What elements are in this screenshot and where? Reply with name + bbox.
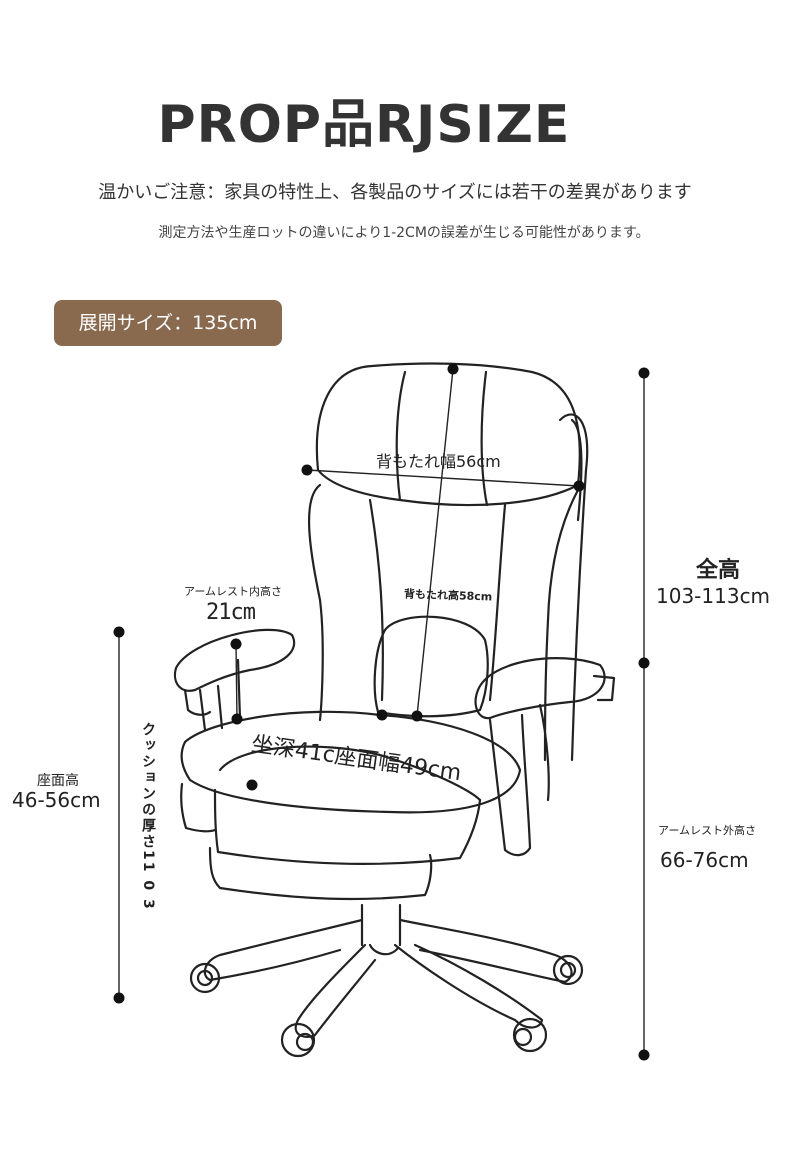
back-height-line bbox=[416, 368, 454, 717]
total-height-value: 103-113cm bbox=[656, 584, 771, 608]
dot-seat-height-top bbox=[113, 626, 125, 638]
dot-back-height-top bbox=[447, 363, 459, 375]
chair-lumbar-pillow bbox=[373, 615, 489, 718]
seat-height-value: 46-56cm bbox=[12, 788, 101, 812]
notice-main: 温かいご注意：家具の特性上、各製品のサイズには若干の差異があります bbox=[98, 182, 692, 203]
dot-seat-height-bottom bbox=[113, 992, 125, 1004]
page-title: PROP品RJSIZE bbox=[157, 95, 571, 155]
chair-base bbox=[203, 918, 364, 982]
dot-total-mid bbox=[638, 657, 650, 669]
chair-gas-lift bbox=[360, 903, 402, 947]
dot-back-width-right bbox=[573, 480, 585, 492]
armrest-inner-height-value: 21cm bbox=[206, 600, 256, 625]
dot-arm-inner-top bbox=[230, 638, 242, 650]
chair-caster-front-right bbox=[512, 1017, 548, 1053]
dot-back-height-bottom bbox=[411, 710, 423, 722]
back-width-label: 背もたれ幅56cm bbox=[376, 452, 501, 471]
chair-caster-right bbox=[552, 954, 584, 986]
armrest-outer-height-label: アームレスト外高さ bbox=[658, 824, 757, 837]
armrest-inner-height-label: アームレスト内高さ bbox=[184, 585, 283, 598]
chair-caster-front-left bbox=[280, 1022, 316, 1058]
armrest-outer-height-value: 66-76cm bbox=[660, 848, 749, 872]
notice-sub: 測定方法や生産ロットの違いにより1-2CMの誤差が生じる可能性があります。 bbox=[158, 225, 650, 241]
chair-backrest bbox=[307, 483, 324, 722]
total-height-label: 全高 bbox=[696, 558, 741, 583]
dot-seat-front bbox=[246, 779, 258, 791]
expanded-size-badge: 展開サイズ：135cm bbox=[54, 300, 282, 346]
cushion-thickness-label: クッションの厚さ11 0 3 bbox=[140, 722, 156, 911]
back-height-label: 背もたれ高58cm bbox=[403, 587, 493, 604]
dot-seat-depth bbox=[376, 709, 388, 721]
chair-footrest bbox=[208, 846, 433, 901]
dot-back-width-left bbox=[301, 464, 313, 476]
back-width-line bbox=[306, 469, 580, 487]
chair-left-armrest bbox=[173, 628, 296, 692]
dot-total-bottom bbox=[638, 1049, 650, 1061]
chair-caster-left bbox=[189, 962, 221, 994]
armrest-inner-line bbox=[235, 643, 238, 720]
chair-seat-cushion bbox=[180, 710, 522, 814]
dot-arm-inner-bottom bbox=[231, 713, 243, 725]
chair-right-armrest bbox=[474, 657, 606, 720]
dot-total-top bbox=[638, 367, 650, 379]
seat-height-label: 座面高 bbox=[37, 773, 79, 789]
